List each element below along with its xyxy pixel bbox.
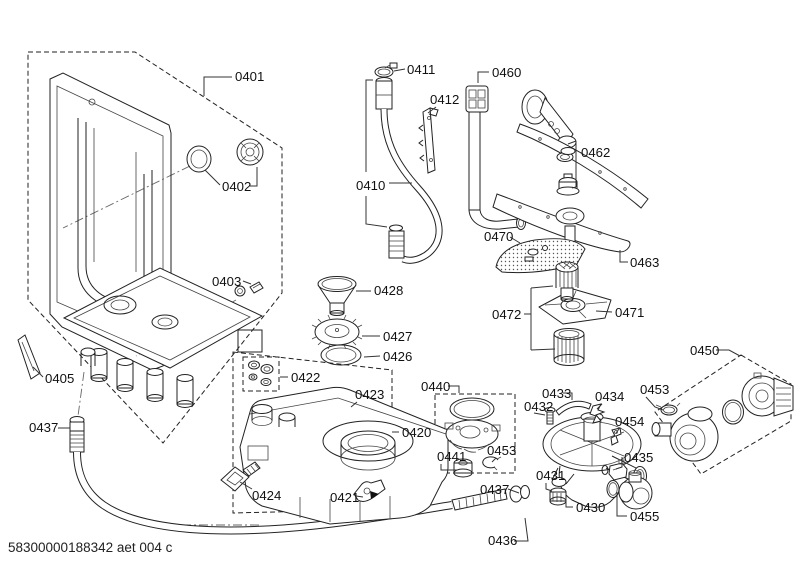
part-label-leaders-extra <box>239 481 364 498</box>
part-label-0405: 0405 <box>45 371 74 386</box>
part-label-0453-right: 0453 <box>640 382 669 397</box>
part-label-0426: 0426 <box>383 349 412 364</box>
part-label-0471: 0471 <box>615 305 644 320</box>
part-label-0470: 0470 <box>484 229 513 244</box>
part-label-0424: 0424 <box>252 488 281 503</box>
salt-cap-0427-drawing <box>311 314 363 350</box>
blade-0405-drawing <box>17 334 41 380</box>
part-label-0402: 0402 <box>222 179 251 194</box>
sensor-0424-drawing <box>220 461 261 492</box>
assembly-box-0440 <box>434 393 516 474</box>
part-label-0437-left: 0437 <box>29 420 58 435</box>
clamp-0453-inner-drawing <box>482 456 502 471</box>
part-label-0454: 0454 <box>615 414 644 429</box>
filter-unit-0440-drawing <box>444 397 501 453</box>
part-label-0411: 0411 <box>407 62 435 77</box>
heat-pump-0450-drawing <box>651 372 794 462</box>
assembly-box-0401 <box>27 51 283 444</box>
base-assembly-drawing <box>62 267 264 408</box>
micro-filter-0472-drawing <box>553 328 585 366</box>
funnel-0428-drawing <box>317 276 357 316</box>
feed-tube-drawing <box>521 89 577 149</box>
part-label-0403: 0403 <box>212 274 241 289</box>
part-label-0460: 0460 <box>492 65 521 80</box>
grommet-kit-0422-drawing <box>248 360 274 386</box>
strip-0412-drawing <box>418 107 439 174</box>
part-label-0423: 0423 <box>355 387 384 402</box>
part-label-0455: 0455 <box>630 509 659 524</box>
part-labels: 0401 0402 0403 0405 0437 0410 0411 0412 … <box>29 62 719 548</box>
part-label-0435: 0435 <box>624 450 653 465</box>
document-number: 58300000188342 aet 004 c <box>8 540 173 555</box>
drain-pump-0455-drawing <box>606 470 653 510</box>
part-label-0422: 0422 <box>291 370 320 385</box>
part-label-0410: 0410 <box>356 178 385 193</box>
clip-0433-drawing <box>555 400 592 416</box>
lower-spray-arm-drawing <box>492 193 631 253</box>
part-label-0441: 0441 <box>437 449 466 464</box>
part-label-0472: 0472 <box>492 307 521 322</box>
bracket-0421-drawing <box>353 479 386 502</box>
grommet-0403-drawing <box>234 281 264 297</box>
nut-0462-drawing <box>560 147 576 155</box>
upper-spray-arm-drawing <box>516 123 649 209</box>
cap-0441-drawing <box>453 458 473 478</box>
part-label-0462: 0462 <box>581 145 610 160</box>
seal-0426-drawing <box>320 344 362 366</box>
bracket-0454-drawing <box>610 427 622 446</box>
part-label-0412: 0412 <box>430 92 459 107</box>
part-label-0427: 0427 <box>383 329 412 344</box>
assembly-box-0450 <box>654 354 792 475</box>
part-label-0450: 0450 <box>690 343 719 358</box>
cap-0462-drawing <box>556 173 580 196</box>
part-label-0421: 0421 <box>330 490 359 505</box>
softener-tank-0420-drawing <box>239 386 449 525</box>
part-label-0431: 0431 <box>536 468 565 483</box>
part-label-0430: 0430 <box>576 500 605 515</box>
supply-hose-0410-drawing <box>375 77 443 264</box>
part-label-0428: 0428 <box>374 283 403 298</box>
micro-filter-top-0472-drawing <box>555 261 579 302</box>
part-label-0463: 0463 <box>630 255 659 270</box>
part-label-0433: 0433 <box>542 386 571 401</box>
part-label-0436: 0436 <box>488 533 517 548</box>
nut-0431-drawing <box>549 487 567 506</box>
clamp-0411-drawing <box>374 62 398 78</box>
part-label-0453-inner: 0453 <box>487 443 516 458</box>
screw-0432-drawing <box>544 407 556 425</box>
part-label-0434: 0434 <box>595 389 624 404</box>
part-label-0420: 0420 <box>402 425 431 440</box>
part-label-0432: 0432 <box>524 399 553 414</box>
clamp-0453-right-drawing <box>655 402 681 416</box>
part-label-0440: 0440 <box>421 379 450 394</box>
seal-0402-drawing <box>186 138 264 173</box>
flat-filter-0471-drawing <box>538 288 612 325</box>
part-label-0437-right: 0437 <box>480 482 509 497</box>
leader-lines <box>32 68 741 542</box>
part-label-0401: 0401 <box>235 69 264 84</box>
assembly-box-0422 <box>242 356 280 392</box>
